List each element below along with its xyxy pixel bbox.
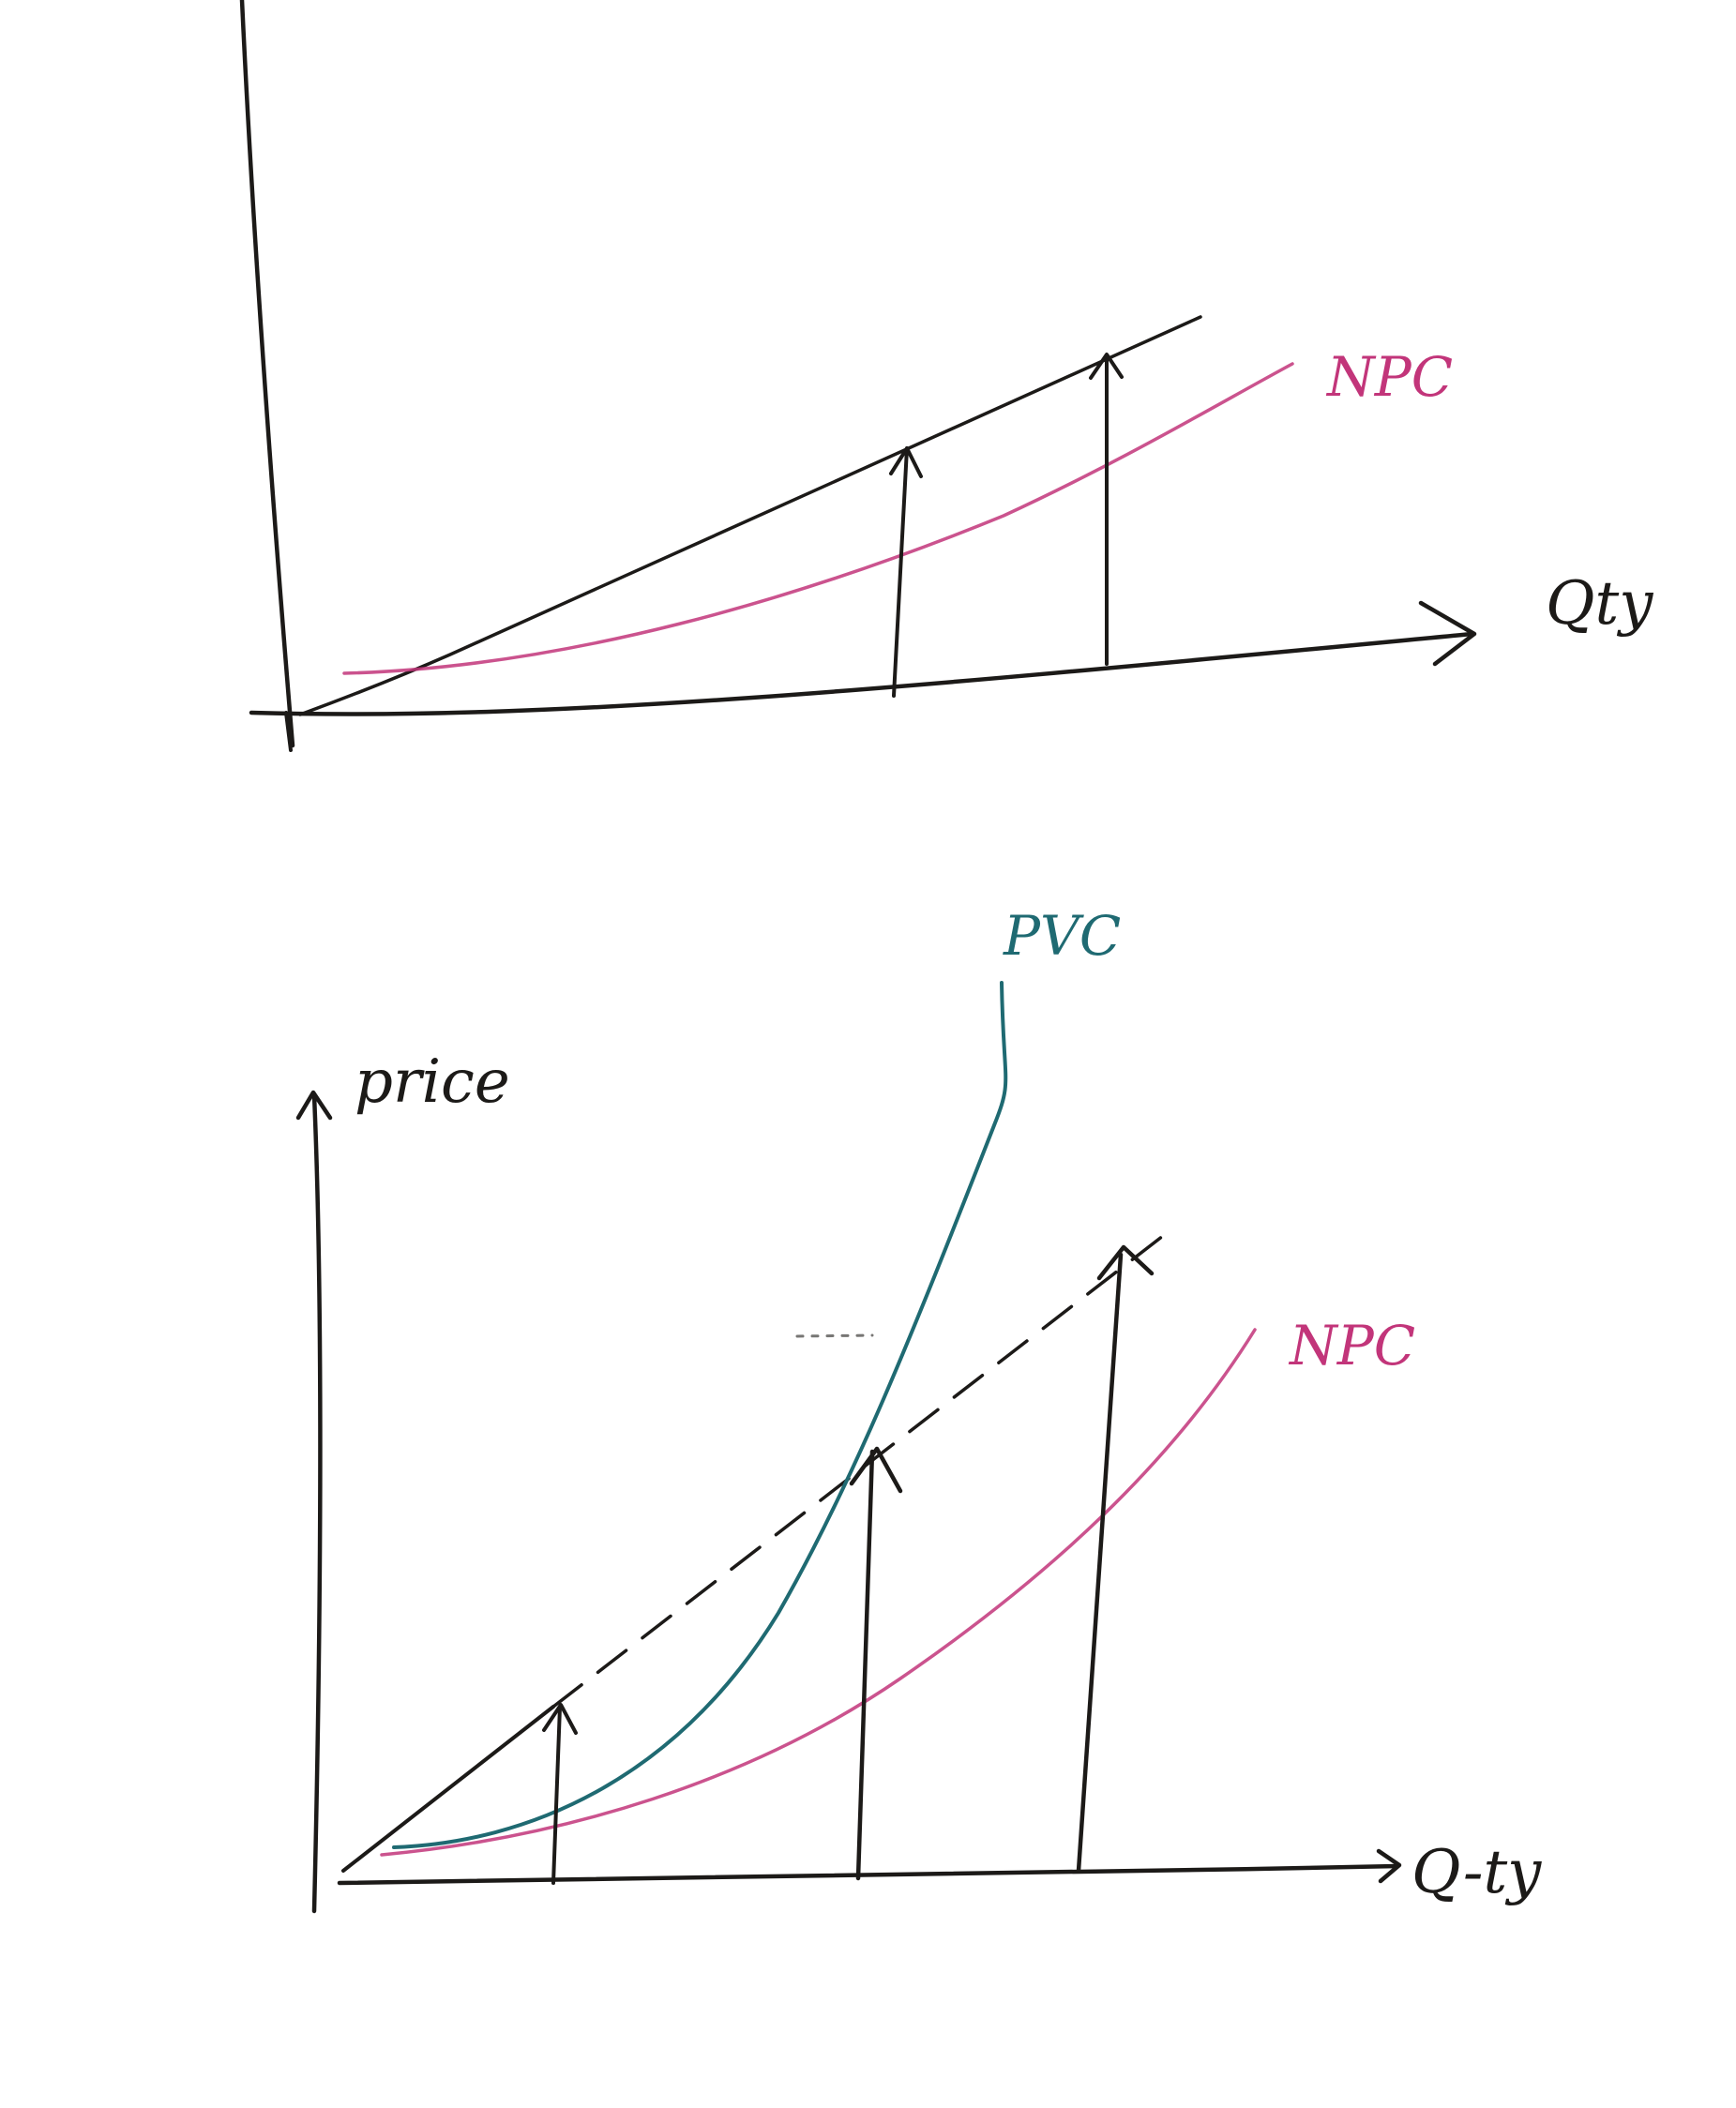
bottom-arrow-2: [855, 1449, 875, 1881]
bottom-black-line-dashed: [551, 1234, 1165, 1709]
bottom-npc-label: NPC: [1288, 1314, 1415, 1378]
top-origin-tick: [284, 711, 293, 752]
bottom-y-axis-label: price: [355, 1047, 510, 1117]
bottom-arrow-1-head: [542, 1703, 578, 1735]
bottom-x-axis-label: Q-ty: [1411, 1838, 1542, 1907]
top-npc-label: NPC: [1325, 345, 1453, 409]
top-npc-curve: [342, 362, 1294, 675]
top-black-line: [298, 315, 1202, 716]
top-diagram: Qty NPC: [239, 0, 1653, 752]
bottom-dotted-mark: [795, 1333, 874, 1338]
top-arrow-1-head: [889, 446, 923, 478]
bottom-pvc-curve: [392, 981, 1008, 1849]
bottom-arrow-1: [551, 1705, 562, 1885]
bottom-arrow-2-head: [849, 1446, 903, 1494]
bottom-arrow-3-head: [1096, 1244, 1155, 1281]
bottom-x-axis: [337, 1863, 1400, 1886]
top-x-axis: [249, 631, 1475, 716]
top-y-axis: [239, 0, 295, 748]
bottom-y-axis: [311, 1092, 323, 1914]
bottom-arrow-3: [1076, 1252, 1124, 1874]
top-arrow-1: [892, 446, 909, 698]
top-x-axis-arrowhead: [1418, 600, 1477, 667]
bottom-black-line-solid: [341, 1705, 555, 1873]
top-x-axis-label: Qty: [1546, 569, 1653, 639]
bottom-diagram: price Q-ty PVC NPC: [295, 904, 1542, 1914]
bottom-pvc-label: PVC: [1003, 904, 1121, 968]
bottom-y-axis-arrowhead: [295, 1090, 333, 1121]
top-arrow-2-head: [1089, 353, 1124, 380]
bottom-x-axis-arrowhead: [1376, 1848, 1402, 1884]
bottom-npc-curve: [380, 1328, 1257, 1857]
